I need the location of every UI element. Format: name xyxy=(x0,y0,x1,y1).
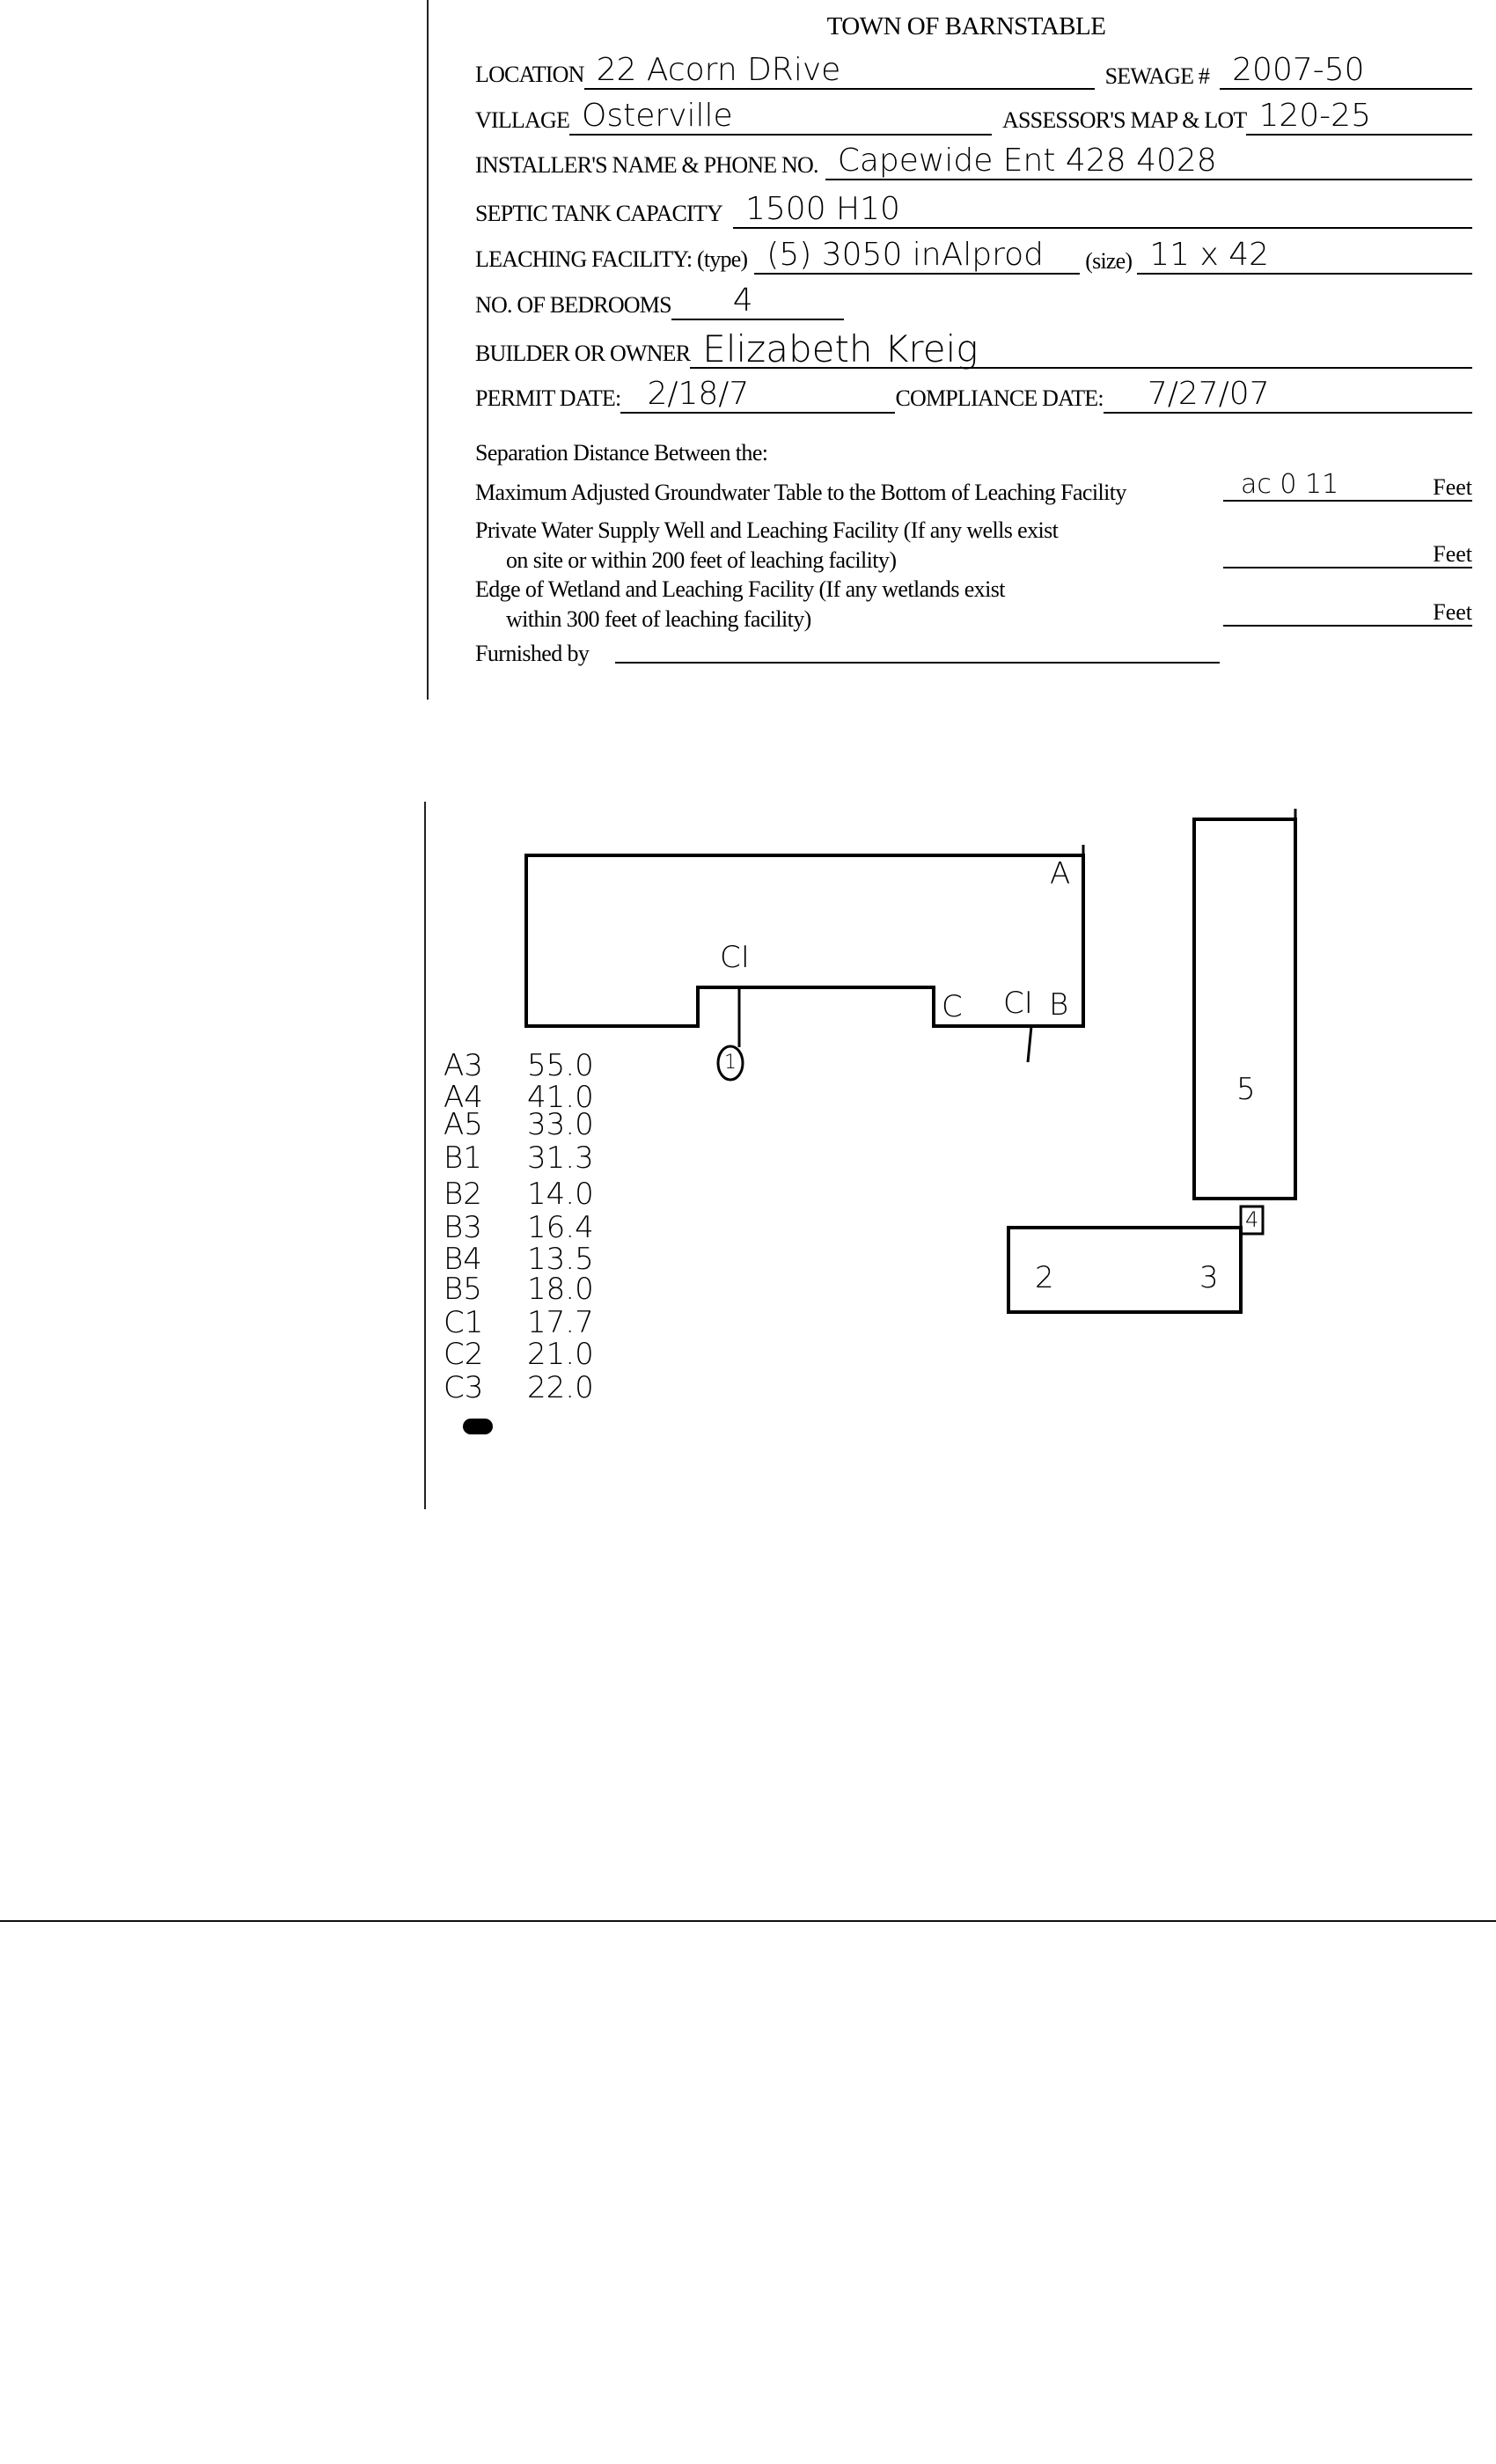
septic-tank-2-3 xyxy=(1007,1226,1243,1314)
well-text-line1: Private Water Supply Well and Leaching F… xyxy=(475,517,1059,543)
installer-row: INSTALLER'S NAME & PHONE NO. Capewide En… xyxy=(475,142,1472,180)
compliance-date-field[interactable]: 7/27/07 xyxy=(1103,375,1472,414)
wetland-text-line1: Edge of Wetland and Leaching Facility (I… xyxy=(475,576,1005,602)
leaching-area-5 xyxy=(1192,818,1297,1200)
circle-1-label: 1 xyxy=(724,1052,737,1074)
map-lot-field[interactable]: 120-25 xyxy=(1246,97,1472,136)
label-ci-top: CI xyxy=(720,940,750,975)
leaching-size-label: (size) xyxy=(1085,248,1133,274)
owner-row: BUILDER OR OWNER Elizabeth Kreig xyxy=(475,330,1472,369)
village-label: VILLAGE xyxy=(475,107,570,133)
owner-field[interactable]: Elizabeth Kreig xyxy=(690,330,1472,369)
location-field[interactable]: 22 Acorn DRive xyxy=(583,51,1095,90)
wetland-field[interactable]: Feet xyxy=(1223,593,1472,627)
sewage-label: SEWAGE # xyxy=(1104,63,1210,89)
bedrooms-row: NO. OF BEDROOMS 4 xyxy=(475,282,1472,320)
tank-field[interactable]: 1500 H10 xyxy=(732,190,1472,229)
permit-date-field[interactable]: 2/18/7 xyxy=(620,375,896,414)
wetland-unit: Feet xyxy=(1433,599,1472,625)
label-b: B xyxy=(1049,987,1069,1023)
pipe-stub-2 xyxy=(1026,1025,1033,1063)
furnished-field[interactable] xyxy=(615,630,1220,664)
label-a: A xyxy=(1050,856,1071,891)
groundwater-value: ac 0 11 xyxy=(1241,469,1339,500)
well-text-line2: on site or within 200 feet of leaching f… xyxy=(506,547,897,573)
wetland-text-line2: within 300 feet of leaching facility) xyxy=(506,606,811,632)
label-3: 3 xyxy=(1199,1260,1219,1295)
permit-date-label: PERMIT DATE: xyxy=(475,385,621,411)
bedrooms-label: NO. OF BEDROOMS xyxy=(475,292,672,318)
label-4: 4 xyxy=(1245,1207,1259,1232)
groundwater-unit: Feet xyxy=(1433,474,1472,500)
tank-row: SEPTIC TANK CAPACITY 1500 H10 xyxy=(475,190,1472,229)
leaching-label: LEACHING FACILITY: (type) xyxy=(475,246,748,272)
sewage-field[interactable]: 2007-50 xyxy=(1220,51,1472,90)
well-field[interactable]: Feet xyxy=(1223,535,1472,568)
separation-heading: Separation Distance Between the: xyxy=(475,440,768,466)
structure-1-circle xyxy=(716,1045,744,1082)
left-margin-line-diagram xyxy=(424,802,426,1509)
label-5: 5 xyxy=(1236,1072,1256,1107)
village-field[interactable]: Osterville xyxy=(569,97,993,136)
compliance-date-label: COMPLIANCE DATE: xyxy=(895,385,1104,411)
structure-4-box xyxy=(1239,1205,1265,1236)
location-label: LOCATION xyxy=(475,62,584,87)
form-title: TOWN OF BARNSTABLE xyxy=(826,12,1106,40)
location-row: LOCATION 22 Acorn DRive SEWAGE # 2007-50 xyxy=(475,51,1472,90)
leaching-row: LEACHING FACILITY: (type) (5) 3050 inAlp… xyxy=(475,236,1472,275)
page-bottom-line xyxy=(0,1920,1496,1922)
installer-field[interactable]: Capewide Ent 428 4028 xyxy=(825,142,1472,180)
map-lot-label: ASSESSOR'S MAP & LOT xyxy=(1002,107,1247,133)
bedrooms-field[interactable]: 4 xyxy=(671,282,844,320)
groundwater-field[interactable]: ac 0 11 Feet xyxy=(1223,468,1472,502)
label-2: 2 xyxy=(1035,1260,1054,1295)
installer-label: INSTALLER'S NAME & PHONE NO. xyxy=(475,152,819,178)
label-ci-right: CI xyxy=(1003,986,1033,1021)
left-margin-line-top xyxy=(427,0,429,700)
leaching-size-field[interactable]: 11 x 42 xyxy=(1137,236,1472,275)
owner-label: BUILDER OR OWNER xyxy=(475,341,691,366)
tank-label: SEPTIC TANK CAPACITY xyxy=(475,201,723,226)
furnished-label: Furnished by xyxy=(475,641,590,666)
village-row: VILLAGE Osterville ASSESSOR'S MAP & LOT … xyxy=(475,97,1472,136)
groundwater-text: Maximum Adjusted Groundwater Table to th… xyxy=(475,480,1126,505)
well-unit: Feet xyxy=(1433,541,1472,567)
label-c: C xyxy=(942,989,963,1024)
scribble-mark xyxy=(463,1419,493,1434)
house-outline xyxy=(524,854,1085,1028)
dates-row: PERMIT DATE: 2/18/7 COMPLIANCE DATE: 7/2… xyxy=(475,375,1472,414)
leaching-type-field[interactable]: (5) 3050 inAlprod xyxy=(754,236,1081,275)
